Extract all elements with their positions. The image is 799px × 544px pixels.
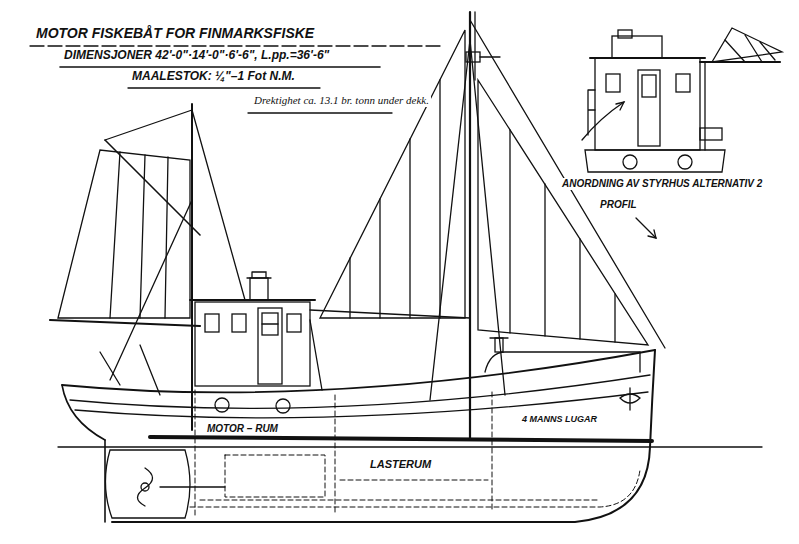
scale-note: MAALESTOK: ¼"–1 Fot N.M. <box>130 70 297 84</box>
room-label: 4 MANNS LUGAR <box>520 414 599 424</box>
tonnage-note: Drektighet ca. 13.1 br. tonn under dekk. <box>252 94 431 107</box>
drawing-title: MOTOR FISKEBÅT FOR FINMARKSFISKE <box>34 25 316 41</box>
room-label: MOTOR – RUM <box>205 423 280 435</box>
dimension-note: DIMENSJONER 42'-0"·14'-0"·6'-6", L.pp.=3… <box>62 49 331 63</box>
view-label: PROFIL <box>598 199 639 211</box>
room-label: LASTERUM <box>368 458 433 471</box>
inset-caption: ANORDNING AV STYRHUS ALTERNATIV 2 <box>560 178 764 190</box>
